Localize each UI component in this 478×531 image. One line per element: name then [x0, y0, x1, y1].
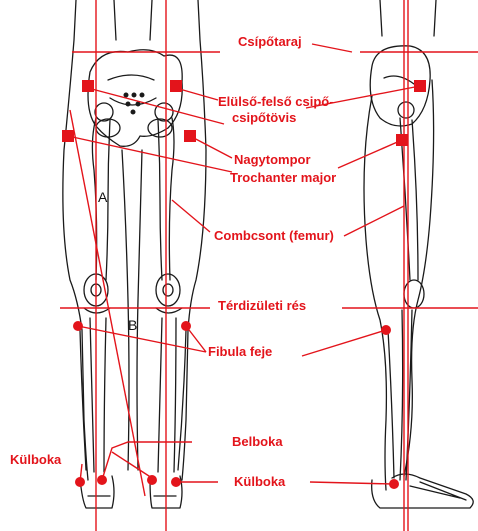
label-lateral-malleolus-left: Külboka	[10, 452, 61, 467]
label-lateral-malleolus-right: Külboka	[234, 474, 285, 489]
fibula-head-marker-right	[181, 321, 191, 331]
medial-malleolus-marker-right	[147, 475, 157, 485]
label-medial-malleolus: Belboka	[232, 434, 283, 449]
asis-marker-right	[170, 80, 182, 92]
femur-right	[169, 118, 174, 280]
letter-b: B	[128, 318, 137, 333]
trochanter-marker-left	[62, 130, 74, 142]
fibula-head-marker-left	[73, 321, 83, 331]
knee-right	[156, 274, 180, 306]
lateral-malleolus-marker-left	[75, 477, 85, 487]
label-asis-line1: Elülső-felső csipő-	[218, 94, 334, 109]
tibia-left	[90, 318, 94, 472]
label-greater-trochanter-line2: Trochanter major	[230, 170, 336, 185]
pelvis	[88, 50, 182, 147]
label-fibula-head: Fibula feje	[208, 344, 272, 359]
side-malleolus-marker	[389, 479, 399, 489]
side-foot	[372, 474, 474, 508]
label-greater-trochanter-line1: Nagytompor	[234, 152, 311, 167]
lateral-malleolus-marker-right	[171, 477, 181, 487]
label-iliac-crest: Csípőtaraj	[238, 34, 302, 49]
side-asis-marker	[414, 80, 426, 92]
trochanter-marker-right	[184, 130, 196, 142]
front-view-skeleton	[63, 0, 206, 508]
letter-a: A	[98, 190, 107, 205]
foot-left	[80, 476, 114, 508]
asis-marker-left	[82, 80, 94, 92]
mechanical-axis	[70, 110, 145, 496]
label-femur: Combcsont (femur)	[214, 228, 334, 243]
tibia-right	[158, 318, 162, 472]
red-guides	[60, 0, 478, 531]
side-knee	[404, 280, 424, 308]
side-fibula-head-marker	[381, 325, 391, 335]
label-asis-line2: csipőtövis	[232, 110, 296, 125]
side-trochanter-marker	[396, 134, 408, 146]
side-view-skeleton	[364, 0, 473, 508]
label-knee-joint: Térdizületi rés	[218, 298, 306, 313]
medial-malleolus-marker-left	[97, 475, 107, 485]
